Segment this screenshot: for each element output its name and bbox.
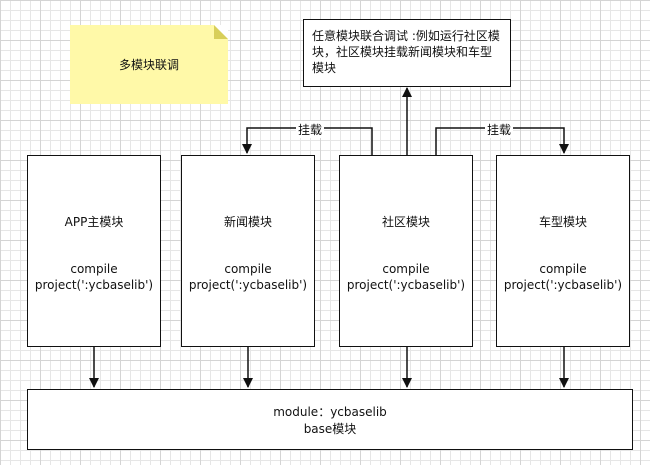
base-module-label: base模块 bbox=[303, 422, 357, 436]
module-car: 车型模块 compile project(':ycbaselib') bbox=[496, 155, 630, 347]
base-module-name: module：ycbaselib bbox=[273, 405, 387, 419]
dependency-keyword: compile bbox=[224, 262, 272, 276]
module-news: 新闻模块 compile project(':ycbaselib') bbox=[181, 155, 315, 347]
dependency-keyword: compile bbox=[382, 262, 430, 276]
module-title: 车型模块 bbox=[538, 215, 587, 229]
dependency-keyword: compile bbox=[539, 262, 587, 276]
module-dependency: compile project(':ycbaselib') bbox=[28, 261, 160, 293]
base-module-box: module：ycbaselib base模块 bbox=[27, 389, 633, 450]
module-dependency: compile project(':ycbaselib') bbox=[340, 261, 472, 293]
module-dependency: compile project(':ycbaselib') bbox=[182, 261, 314, 293]
note-text: 多模块联调 bbox=[118, 58, 179, 72]
dependency-keyword: compile bbox=[70, 262, 118, 276]
module-title: 社区模块 bbox=[381, 215, 430, 229]
module-title: 新闻模块 bbox=[223, 215, 272, 229]
mount-label-news: 挂载 bbox=[296, 121, 325, 138]
module-community: 社区模块 compile project(':ycbaselib') bbox=[339, 155, 473, 347]
module-app: APP主模块 compile project(':ycbaselib') bbox=[27, 155, 161, 347]
dependency-target: project(':ycbaselib') bbox=[503, 278, 623, 292]
module-dependency: compile project(':ycbaselib') bbox=[497, 261, 629, 293]
dependency-target: project(':ycbaselib') bbox=[34, 278, 154, 292]
sticky-note: 多模块联调 bbox=[70, 25, 228, 104]
mount-label-car: 挂载 bbox=[485, 121, 514, 138]
dependency-target: project(':ycbaselib') bbox=[188, 278, 308, 292]
module-title: APP主模块 bbox=[64, 215, 124, 229]
joint-debug-box: 任意模块联合调试 :例如运行社区模块，社区模块挂载新闻模块和车型模块 bbox=[303, 19, 511, 87]
joint-debug-text: 任意模块联合调试 :例如运行社区模块，社区模块挂载新闻模块和车型模块 bbox=[312, 29, 500, 75]
dependency-target: project(':ycbaselib') bbox=[346, 278, 466, 292]
